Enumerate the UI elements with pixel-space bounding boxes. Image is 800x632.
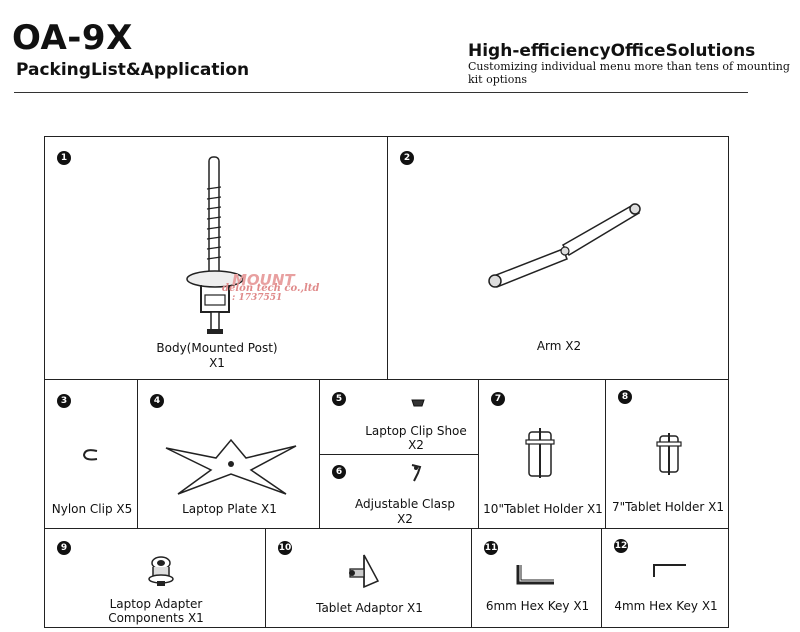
tablet-adaptor-icon: [349, 554, 380, 589]
item-label: Body(Mounted Post): [156, 341, 278, 355]
item-quantity: Components X1: [108, 611, 204, 625]
tablet-holder-10-icon: [525, 428, 555, 478]
slogan-subtitle: Customizing individual menu more than te…: [468, 60, 790, 86]
item-number-badge: 1: [57, 151, 71, 165]
item-label: 7"Tablet Holder X1: [611, 500, 724, 514]
watermark-id: : 1737551: [232, 293, 283, 303]
item-cell-4: 4 Laptop Plate X1: [137, 379, 320, 529]
item-cell-5: 5 Laptop Clip Shoe X2: [319, 379, 479, 455]
watermark-brand: MOUNT: [232, 271, 295, 289]
item-label: Adjustable Clasp: [355, 497, 455, 511]
item-cell-8: 8 7"Tablet Holder X1: [605, 379, 729, 529]
arm-icon: [488, 203, 641, 288]
item-number-badge: 2: [400, 151, 414, 165]
watermark-company: delon tech co.,ltd: [222, 283, 320, 294]
model-title: OA-9X: [12, 18, 133, 58]
item-quantity: X1: [209, 356, 225, 370]
laptop-clip-shoe-icon: [411, 399, 425, 407]
item-label: Laptop Plate X1: [182, 502, 277, 516]
item-cell-1: 1 Body(Mounted Post) X1: [44, 136, 388, 380]
item-cell-12: 12 4mm Hex Key X1: [601, 528, 729, 628]
item-number-badge: 5: [332, 392, 346, 406]
hex-key-6mm-icon: [516, 565, 554, 585]
item-number-badge: 8: [618, 390, 632, 404]
packing-list-subtitle: PackingList&Application: [16, 60, 250, 80]
item-label: Laptop Clip Shoe: [365, 424, 467, 438]
item-cell-7: 7 10"Tablet Holder X1: [478, 379, 606, 529]
mounted-post-icon: [186, 156, 244, 334]
slogan-title: High-efficiencyOfficeSolutions: [468, 41, 756, 61]
item-number-badge: 6: [332, 465, 346, 479]
item-label: Arm X2: [536, 339, 582, 353]
item-label: 4mm Hex Key X1: [614, 599, 718, 613]
item-label: Nylon Clip X5: [51, 502, 133, 516]
item-cell-6: 6 Adjustable Clasp X2: [319, 454, 479, 529]
item-number-badge: 9: [57, 541, 71, 555]
item-cell-10: 10 Tablet Adaptor X1: [265, 528, 472, 628]
laptop-adapter-icon: [148, 556, 174, 586]
item-number-badge: 3: [57, 394, 71, 408]
item-label: Laptop Adapter: [109, 597, 203, 611]
hex-key-4mm-icon: [653, 564, 686, 577]
item-cell-9: 9 Laptop Adapter Components X1: [44, 528, 266, 628]
adjustable-clasp-icon: [411, 464, 422, 482]
item-quantity: X2: [397, 512, 413, 526]
laptop-plate-icon: [165, 438, 297, 495]
item-label: Tablet Adaptor X1: [316, 601, 423, 615]
item-number-badge: 7: [491, 392, 505, 406]
item-number-badge: 4: [150, 394, 164, 408]
item-cell-2: 2 Arm X2: [387, 136, 729, 380]
item-number-badge: 11: [484, 541, 498, 555]
tablet-holder-7-icon: [656, 433, 682, 475]
item-label: 10"Tablet Holder X1: [483, 502, 603, 516]
item-cell-3: 3 Nylon Clip X5: [44, 379, 138, 529]
nylon-clip-icon: [82, 449, 98, 461]
item-number-badge: 10: [278, 541, 292, 555]
item-label: 6mm Hex Key X1: [485, 599, 590, 613]
item-cell-11: 11 6mm Hex Key X1: [471, 528, 602, 628]
item-number-badge: 12: [614, 539, 628, 553]
header-divider: [14, 92, 748, 93]
item-quantity: X2: [408, 438, 424, 452]
